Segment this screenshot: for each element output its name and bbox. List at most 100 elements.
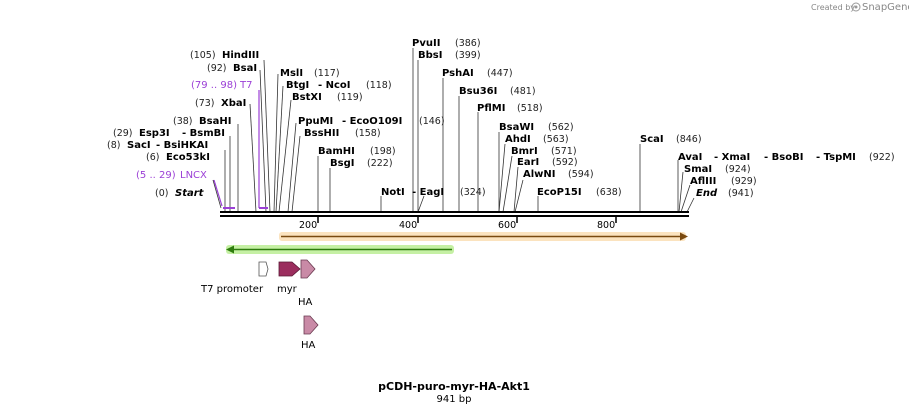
- aflIII-position: (929): [731, 176, 757, 187]
- pvuII-position: (386): [455, 38, 481, 49]
- smaI-label: SmaI: [684, 164, 712, 175]
- t7-label: T7: [239, 80, 252, 91]
- bsu36I-position: (481): [510, 86, 536, 97]
- xbaI-label: XbaI: [221, 98, 246, 109]
- esp3I-position: (29): [113, 128, 133, 139]
- avaI-position: (922): [869, 152, 895, 163]
- hindIII-position: (105): [190, 50, 216, 61]
- credit-brand: SnapGene: [862, 2, 909, 13]
- pflMI-label: PflMI: [477, 103, 505, 114]
- alwNI-position: (594): [568, 169, 594, 180]
- bsoBI-label: - BsoBI: [764, 152, 803, 163]
- tick-label-400: 400: [399, 220, 417, 231]
- feature-label-ha-2: HA: [301, 340, 316, 351]
- green-orf-arrow: [226, 245, 454, 254]
- feature-label-ha: HA: [298, 297, 313, 308]
- xmaI-label: - XmaI: [714, 152, 750, 163]
- bsaI-label: BsaI: [233, 63, 257, 74]
- bstXI-position: (119): [337, 92, 363, 103]
- start-label: Start: [175, 188, 205, 199]
- orange-orf-arrow: [279, 232, 688, 241]
- bsaWI-position: (562): [548, 122, 574, 133]
- myr-feature-icon: [278, 261, 301, 277]
- bsmBI-label: - BsmBI: [182, 128, 225, 139]
- bamHI-label: BamHI: [318, 146, 355, 157]
- snapgene-logo-icon: [851, 2, 861, 12]
- bssHII-label: BssHII: [304, 128, 339, 139]
- earI-label: EarI: [517, 157, 539, 168]
- feature-label-t7-promoter: T7 promoter: [200, 284, 264, 295]
- ecoO109I-label: - EcoO109I: [342, 116, 402, 127]
- bbsI-position: (399): [455, 50, 481, 61]
- credit-prefix: Created by: [811, 3, 855, 12]
- tspMI-label: - TspMI: [816, 152, 856, 163]
- bssHII-position: (158): [355, 128, 381, 139]
- bsiHKAI-label: - BsiHKAI: [156, 140, 208, 151]
- lncx-range: (5 .. 29): [136, 170, 176, 181]
- ppuMI-label: PpuMI: [298, 116, 333, 127]
- ahdI-label: AhdI: [505, 134, 531, 145]
- pshAI-label: PshAI: [442, 68, 474, 79]
- ha-feature-icon-2: [303, 315, 319, 335]
- site-leader-lines: [212, 48, 695, 213]
- t7-promoter-feature-icon: [258, 261, 269, 277]
- ncoI-label: - NcoI: [318, 80, 351, 91]
- pshAI-position: (447): [487, 68, 513, 79]
- esp3I-label: Esp3I: [139, 128, 170, 139]
- sacI-position: (8): [107, 140, 120, 151]
- smaI-position: (924): [725, 164, 751, 175]
- aflIII-label: AflIII: [690, 176, 716, 187]
- feature-leader-lines: [213, 90, 260, 208]
- bsgI-label: BsgI: [330, 158, 354, 169]
- tick-label-800: 800: [597, 220, 615, 231]
- btgI-label: BtgI: [286, 80, 309, 91]
- eco53kI-position: (6): [146, 152, 159, 163]
- bsaHI-position: (38): [173, 116, 193, 127]
- alwNI-label: AlwNI: [523, 169, 556, 180]
- notI-position: (324): [460, 187, 486, 198]
- xbaI-position: (73): [195, 98, 215, 109]
- mslI-label: MslI: [280, 68, 303, 79]
- sequence-backbone: [220, 207, 689, 217]
- scale-ticks: [317, 217, 617, 223]
- bsaWI-label: BsaWI: [499, 122, 534, 133]
- eagI-label: - EagI: [412, 187, 444, 198]
- feature-label-myr: myr: [277, 284, 298, 295]
- bsu36I-label: Bsu36I: [459, 86, 497, 97]
- notI-label: NotI: [381, 187, 405, 198]
- bsaHI-label: BsaHI: [199, 116, 231, 127]
- avaI-label: AvaI: [678, 152, 702, 163]
- bsaI-position: (92): [207, 63, 227, 74]
- bmrI-position: (571): [551, 146, 577, 157]
- end-position: (941): [728, 188, 754, 199]
- ecoP15I-label: EcoP15I: [537, 187, 582, 198]
- end-label: End: [696, 188, 718, 199]
- scaI-label: ScaI: [640, 134, 664, 145]
- hindIII-label: HindIII: [222, 50, 259, 61]
- start-position: (0): [155, 188, 168, 199]
- map-title: pCDH-puro-myr-HA-Akt1: [378, 380, 530, 393]
- bbsI-label: BbsI: [418, 50, 442, 61]
- tick-label-600: 600: [498, 220, 516, 231]
- bsgI-position: (222): [367, 158, 393, 169]
- bstXI-label: BstXI: [292, 92, 322, 103]
- tick-label-200: 200: [299, 220, 317, 231]
- map-length: 941 bp: [437, 394, 472, 405]
- scaI-position: (846): [676, 134, 702, 145]
- pflMI-position: (518): [517, 103, 543, 114]
- ecoP15I-position: (638): [596, 187, 622, 198]
- earI-position: (592): [552, 157, 578, 168]
- ppuMI-position: (146): [419, 116, 445, 127]
- ahdI-position: (563): [543, 134, 569, 145]
- eco53kI-label: Eco53kI: [166, 152, 210, 163]
- pvuII-label: PvuII: [412, 38, 440, 49]
- lncx-label: LNCX: [180, 170, 207, 181]
- sacI-label: SacI: [127, 140, 151, 151]
- t7-range: (79 .. 98): [191, 80, 237, 91]
- ha-feature-icon: [300, 259, 316, 279]
- bmrI-label: BmrI: [511, 146, 538, 157]
- btgI-position: (118): [366, 80, 392, 91]
- mslI-position: (117): [314, 68, 340, 79]
- bamHI-position: (198): [370, 146, 396, 157]
